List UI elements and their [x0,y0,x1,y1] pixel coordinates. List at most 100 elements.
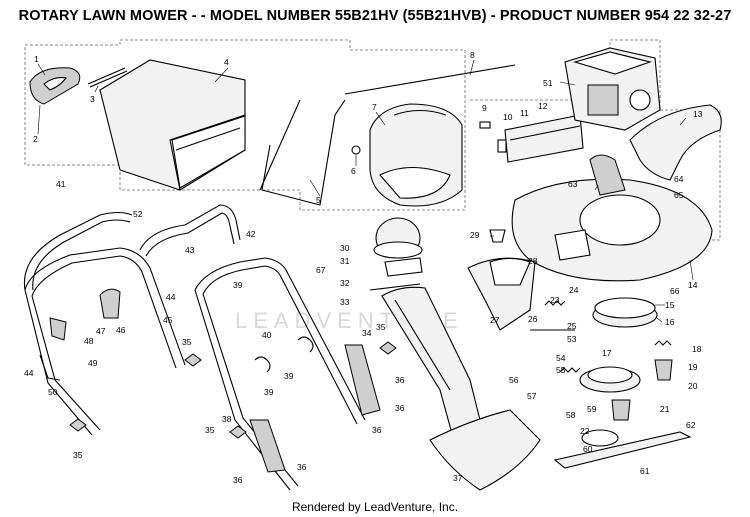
callout-44b: 44 [24,368,34,378]
callout-58: 58 [566,410,576,420]
callout-23: 23 [550,295,560,305]
callout-66: 66 [670,286,680,296]
leader-lines [37,59,694,323]
footer-credit: Rendered by LeadVenture, Inc. [291,500,459,514]
callout-32: 32 [340,278,350,288]
callout-7: 7 [372,102,377,112]
callout-43: 43 [185,245,195,255]
callout-16: 16 [665,317,675,327]
bag-rod-part [87,67,128,88]
callout-9: 9 [482,103,487,113]
rear-deflector-part [369,103,463,207]
callout-62: 62 [686,420,696,430]
callout-36a: 36 [395,375,405,385]
callout-63: 63 [568,179,578,189]
callout-14: 14 [688,280,698,290]
mower-deck-part [511,154,713,282]
callout-36c: 36 [372,425,382,435]
callout-30: 30 [340,243,350,253]
wing-knob-35b-part [69,418,87,432]
callout-35c: 35 [205,425,215,435]
callout-20: 20 [688,381,698,391]
callout-33: 33 [340,297,350,307]
baffle-ring-part [592,297,658,328]
callout-59: 59 [587,404,597,414]
callout-4: 4 [224,57,229,67]
mulch-plug-part [373,217,423,259]
callout-37: 37 [453,473,463,483]
callout-49: 49 [88,358,98,368]
callout-5: 5 [316,195,321,205]
wing-knob-35c-part [229,425,247,439]
callout-13: 13 [693,109,703,119]
callout-57: 57 [527,391,537,401]
side-chute-part [467,257,536,331]
grass-bag-part [99,59,246,191]
callout-29: 29 [470,230,480,240]
callout-39a: 39 [233,280,243,290]
callout-2: 2 [33,134,38,144]
callout-46: 46 [116,325,126,335]
callout-53: 53 [567,334,577,344]
lever-19-part [654,359,673,381]
handle-bar-52-part [23,211,133,291]
callout-labels: 1 2 3 4 5 6 7 8 9 10 11 12 13 14 15 16 1… [24,50,703,485]
deck-cover-part [429,409,541,491]
callout-64: 64 [674,174,684,184]
callout-27: 27 [490,315,500,325]
callout-51: 51 [543,78,553,88]
page-title: ROTARY LAWN MOWER - - MODEL NUMBER 55B21… [18,8,732,24]
callout-39b: 39 [284,371,294,381]
callout-47: 47 [96,326,106,336]
bail-46-part [99,288,121,319]
blade-adapter-disk-part [579,366,641,393]
callout-11: 11 [520,108,529,118]
callout-10: 10 [503,112,513,122]
callout-54: 54 [556,353,566,363]
rod-50-part [39,354,61,381]
callout-40: 40 [262,330,272,340]
callout-18: 18 [692,344,702,354]
engine-cover-part [629,104,722,181]
blade-adapter-part [581,399,631,447]
washer-part [351,145,361,155]
plug-bracket-part [384,257,423,277]
spring-24-part [544,300,566,306]
callout-8: 8 [470,50,475,60]
callout-65: 65 [674,190,684,200]
callout-61: 61 [640,466,650,476]
callout-35d: 35 [376,322,386,332]
bracket-48-part [49,317,67,341]
callout-21: 21 [660,404,670,414]
callout-39c: 39 [264,387,274,397]
wing-knob-35d-part [379,341,397,355]
callout-6: 6 [351,166,356,176]
callout-25: 25 [567,321,577,331]
deflector-plate-part [504,114,584,163]
handle-bar-43-part [139,204,241,257]
callout-36e: 36 [233,475,243,485]
callout-19: 19 [688,362,698,372]
bolt-9-part [479,121,491,129]
callout-36b: 36 [395,403,405,413]
callout-38: 38 [222,414,232,424]
callout-50: 50 [48,387,58,397]
callout-45: 45 [163,315,173,325]
callout-42: 42 [246,229,256,239]
spring-55-part [559,367,581,373]
height-bracket-34-part [344,344,381,416]
callout-28: 28 [528,256,538,266]
clip-10-part [497,139,507,153]
spring-18-part [654,340,672,346]
axle-rod-part [344,64,516,95]
callout-3: 3 [90,94,95,104]
knob-part [489,229,506,243]
wing-knob-35a-part [184,353,202,367]
callout-36d: 36 [297,462,307,472]
callout-34: 34 [362,328,372,338]
callout-52: 52 [133,209,143,219]
callout-24: 24 [569,285,579,295]
callout-15: 15 [665,300,675,310]
latch-rod-part [369,283,421,291]
